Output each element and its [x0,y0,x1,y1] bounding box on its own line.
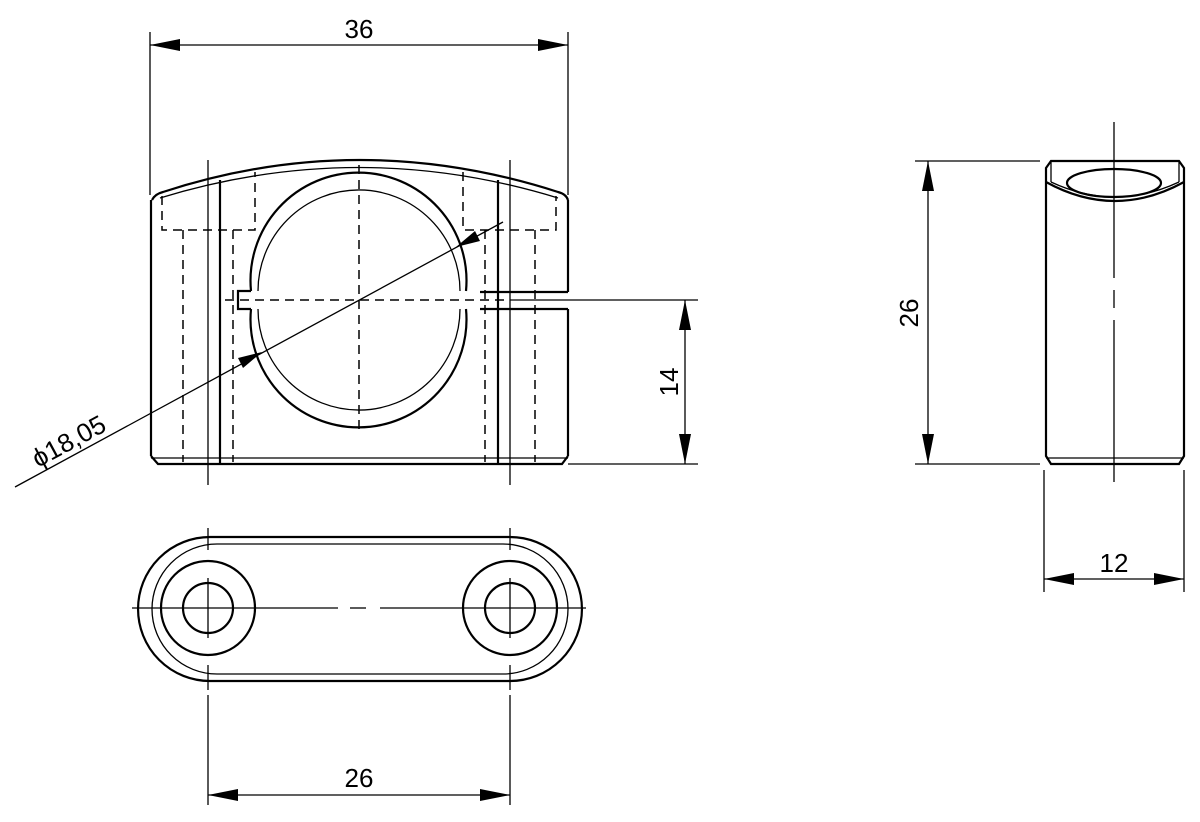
top-view-center-lines [132,528,586,690]
arrow-right-icon [538,39,568,51]
arrow-left-icon [150,39,180,51]
arrow-left-icon [208,789,238,801]
dimension-bore-diameter: ϕ18,05 [14,221,504,488]
arrow-down-icon [679,434,691,464]
clamp-body-outline [149,158,570,466]
side-view: 26 12 [894,122,1186,592]
arrow-left-icon [1044,573,1074,585]
dimension-label-14: 14 [654,368,684,397]
arrow-icon [238,352,262,368]
dimension-split-height: 14 [510,299,698,465]
arrow-icon [456,231,480,247]
top-view: 26 [132,528,586,805]
dimension-label-diameter: ϕ18,05 [27,409,111,473]
front-view: 36 [14,14,698,488]
arrow-up-icon [922,161,934,191]
dimension-label-26-top: 26 [345,763,374,793]
top-view-outline [136,535,584,683]
arrow-right-icon [1154,573,1184,585]
arrow-right-icon [480,789,510,801]
arrow-up-icon [679,300,691,330]
dimension-hole-spacing: 26 [207,695,511,805]
dimension-thickness: 12 [1043,470,1185,592]
dimension-label-12: 12 [1100,548,1129,578]
front-center-lines [225,165,510,435]
dimension-label-26-side: 26 [894,299,924,328]
dimension-label-36: 36 [345,14,374,44]
hidden-counterbores [161,172,557,462]
side-view-outline [1044,159,1186,466]
dimension-overall-width: 36 [149,14,569,195]
front-edge-lines [207,160,511,485]
dimension-height: 26 [894,160,1040,465]
arrow-down-icon [922,434,934,464]
